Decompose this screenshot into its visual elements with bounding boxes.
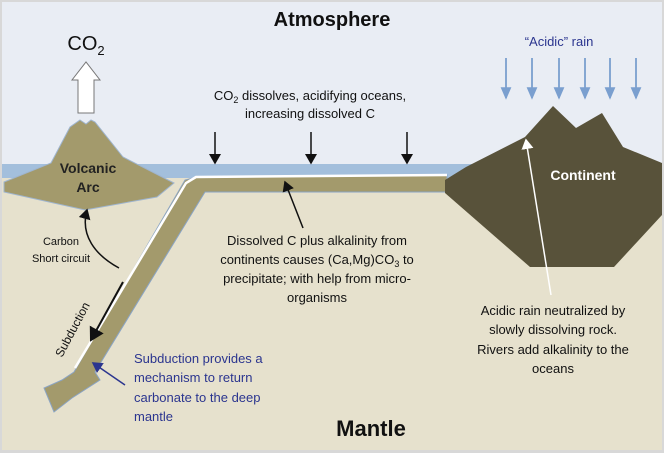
precipitate-arrow <box>282 180 304 229</box>
co2-dissolves-label-2: increasing dissolved C <box>245 106 375 121</box>
arc-label: Arc <box>76 179 100 195</box>
atmosphere-label: Atmosphere <box>274 9 391 31</box>
co2-dissolve-arrows <box>209 132 413 165</box>
acid-rain-arrows <box>500 58 642 100</box>
volcanic-arc <box>3 119 175 211</box>
continent-label: Continent <box>550 167 616 183</box>
carbon-label: Carbon <box>43 236 79 248</box>
co2-dissolves-label: CO2 dissolves, acidifying oceans, <box>214 88 406 105</box>
dissolved-c-label-1: Dissolved C plus alkalinity from <box>227 233 407 248</box>
note-pointer-arrow <box>91 362 126 386</box>
dissolved-c-label-4: organisms <box>287 290 347 305</box>
short-circuit-label: Short circuit <box>32 253 90 265</box>
subduction-note-2: mechanism to return <box>134 370 253 385</box>
co2-emission-arrow <box>70 61 102 114</box>
dissolved-c-label-2: continents causes (Ca,Mg)CO3 to <box>220 252 414 269</box>
continent <box>445 106 662 267</box>
co2-label: CO2 <box>67 33 104 58</box>
volcanic-label: Volcanic <box>60 160 117 176</box>
dissolved-c-label-3: precipitate; with help from micro- <box>223 271 411 286</box>
subduction-arrow <box>89 281 124 342</box>
neutralized-label-3: Rivers add alkalinity to the <box>477 342 629 357</box>
subduction-note-3: carbonate to the deep <box>134 390 261 405</box>
neutralized-label-1: Acidic rain neutralized by <box>481 303 626 318</box>
subduction-note-1: Subduction provides a <box>134 351 263 366</box>
short-circuit-arrow <box>78 208 120 269</box>
plate-surface-line <box>73 173 448 369</box>
subduction-note-4: mantle <box>134 409 173 424</box>
neutralized-label-4: oceans <box>532 361 574 376</box>
acidic-rain-label: “Acidic” rain <box>525 34 594 49</box>
neutralized-label-2: slowly dissolving rock. <box>489 322 617 337</box>
weathering-arrow <box>521 138 552 296</box>
mantle-label: Mantle <box>336 416 406 441</box>
